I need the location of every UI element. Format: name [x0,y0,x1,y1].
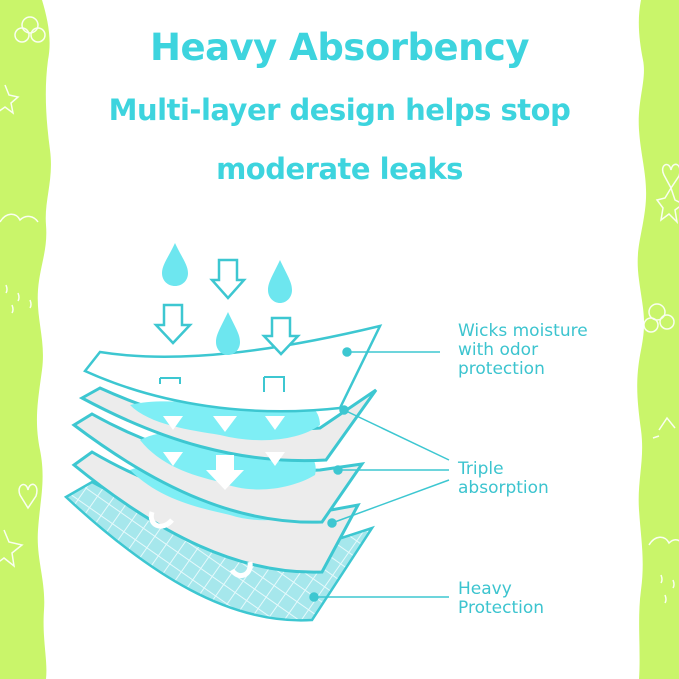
top-sheet [83,324,383,413]
page-title: Heavy Absorbency [150,26,529,69]
down-arrow-icon [153,258,301,356]
water-drop-icon [162,243,292,355]
callout-triple-absorption: Triple absorption [458,460,549,498]
left-decorative-border [0,0,51,679]
subtitle-line-1: Multi-layer design helps stop [108,93,571,127]
callout-heavy-protection: Heavy Protection [458,580,544,618]
callout-line: Triple [458,459,504,479]
right-decorative-border [637,0,679,679]
subtitle-line-2: moderate leaks [216,152,463,186]
callout-line: Wicks moisture [458,321,588,341]
callout-line: protection [458,359,545,379]
curved-arrow-icon [148,511,253,579]
callout-line: absorption [458,478,549,498]
callout-line: with odor [458,340,539,360]
callout-line: Heavy [458,579,512,599]
callout-lines [309,347,450,602]
inner-arrows [163,416,285,490]
callout-line: Protection [458,598,545,618]
callout-wicks-moisture: Wicks moisture with odor protection [458,322,588,379]
